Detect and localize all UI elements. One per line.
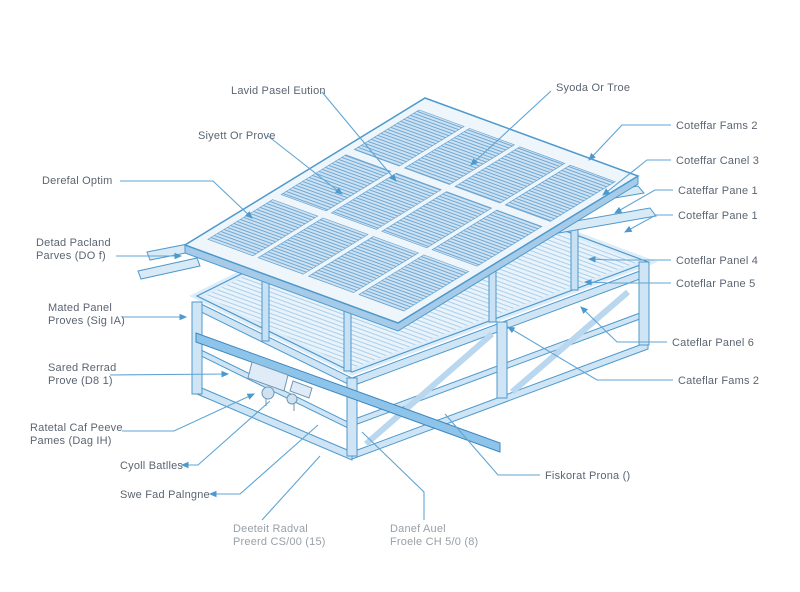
label-danef-auel: Danef Auel Froele CH 5/0 (8) (390, 523, 479, 548)
label-cateflar-panel-6: Cateflar Panel 6 (672, 337, 755, 349)
torque-tube (195, 332, 501, 453)
leader-cot6 (580, 306, 667, 343)
label-derefal-optim: Derefal Optim (42, 175, 113, 187)
leader-cyoll (180, 400, 271, 469)
label-cyoll-batlles: Cyoll Batlles (120, 460, 184, 472)
label-siyett-or-prove: Siyett Or Prove (198, 130, 276, 142)
label-ratetal-caf-peeve: Ratetal Caf Peeve Pames (Dag IH) (30, 422, 123, 447)
leader-cot1a (614, 189, 673, 214)
label-syoda-or-troe: Syoda Or Troe (556, 82, 631, 94)
label-coteffar-fams-2: Coteffar Fams 2 (676, 120, 758, 132)
support-posts (261, 215, 579, 372)
label-cateffar-pane-1: Cateffar Pane 1 (678, 185, 758, 197)
leader-cot2a (588, 124, 671, 161)
panel-cell (454, 146, 566, 204)
label-swe-fad-palngne: Swe Fad Palngne (120, 489, 210, 501)
leader-fiskorat (444, 413, 540, 476)
leader-ratetal (122, 393, 255, 432)
label-sared-rerrad: Sared Rerrad Prove (D8 1) (48, 362, 117, 387)
label-coteflar-pane-5: Coteflar Pane 5 (676, 278, 756, 290)
panel-cell (358, 254, 470, 312)
label-lavid-pasel-eution: Lavid Pasel Eution (231, 85, 326, 97)
leader-deeteit (261, 455, 321, 521)
leader-swefad (208, 424, 319, 498)
leader-cot2b (507, 326, 673, 381)
leader-syode (470, 90, 552, 166)
leader-lines (109, 90, 673, 521)
label-fiskorat-prona: Fiskorat Prona () (545, 470, 631, 482)
leader-cot3 (602, 159, 671, 196)
panel-cell (257, 217, 369, 275)
panel-cell (381, 191, 493, 249)
leader-cot1b (624, 214, 673, 233)
label-coteffar-pane-1: Coteffar Pane 1 (678, 210, 758, 222)
panel-cell (330, 172, 442, 230)
label-deeteit-radval: Deeteit Radval Preerd CS/00 (15) (233, 523, 326, 548)
leader-syett (267, 135, 343, 195)
leader-cot5 (583, 278, 671, 286)
label-coteflar-panel-4: Coteflar Panel 4 (676, 255, 759, 267)
leader-derefal (120, 180, 253, 219)
label-coteffar-canel-3: Coteffar Canel 3 (676, 155, 760, 167)
panel-cell (504, 164, 616, 222)
leader-lavid (321, 91, 397, 182)
label-detad-pacland: Detad Pacland Parves (DO f) (36, 237, 111, 262)
panel-cells (207, 109, 616, 312)
panel-cell (307, 236, 420, 293)
leader-sared (109, 370, 230, 378)
label-cateflar-fams-2: Cateflar Fams 2 (678, 375, 760, 387)
leader-cot4 (587, 255, 671, 263)
panel-cell (207, 199, 319, 257)
panel-cell (353, 109, 465, 167)
label-mated-panel: Mated Panel Proves (Sig IA) (48, 302, 125, 327)
panel-cell (431, 209, 543, 267)
leader-danef (361, 431, 425, 520)
panel-array (183, 97, 640, 332)
panel-cell (280, 154, 392, 212)
drive-motor (247, 361, 313, 411)
